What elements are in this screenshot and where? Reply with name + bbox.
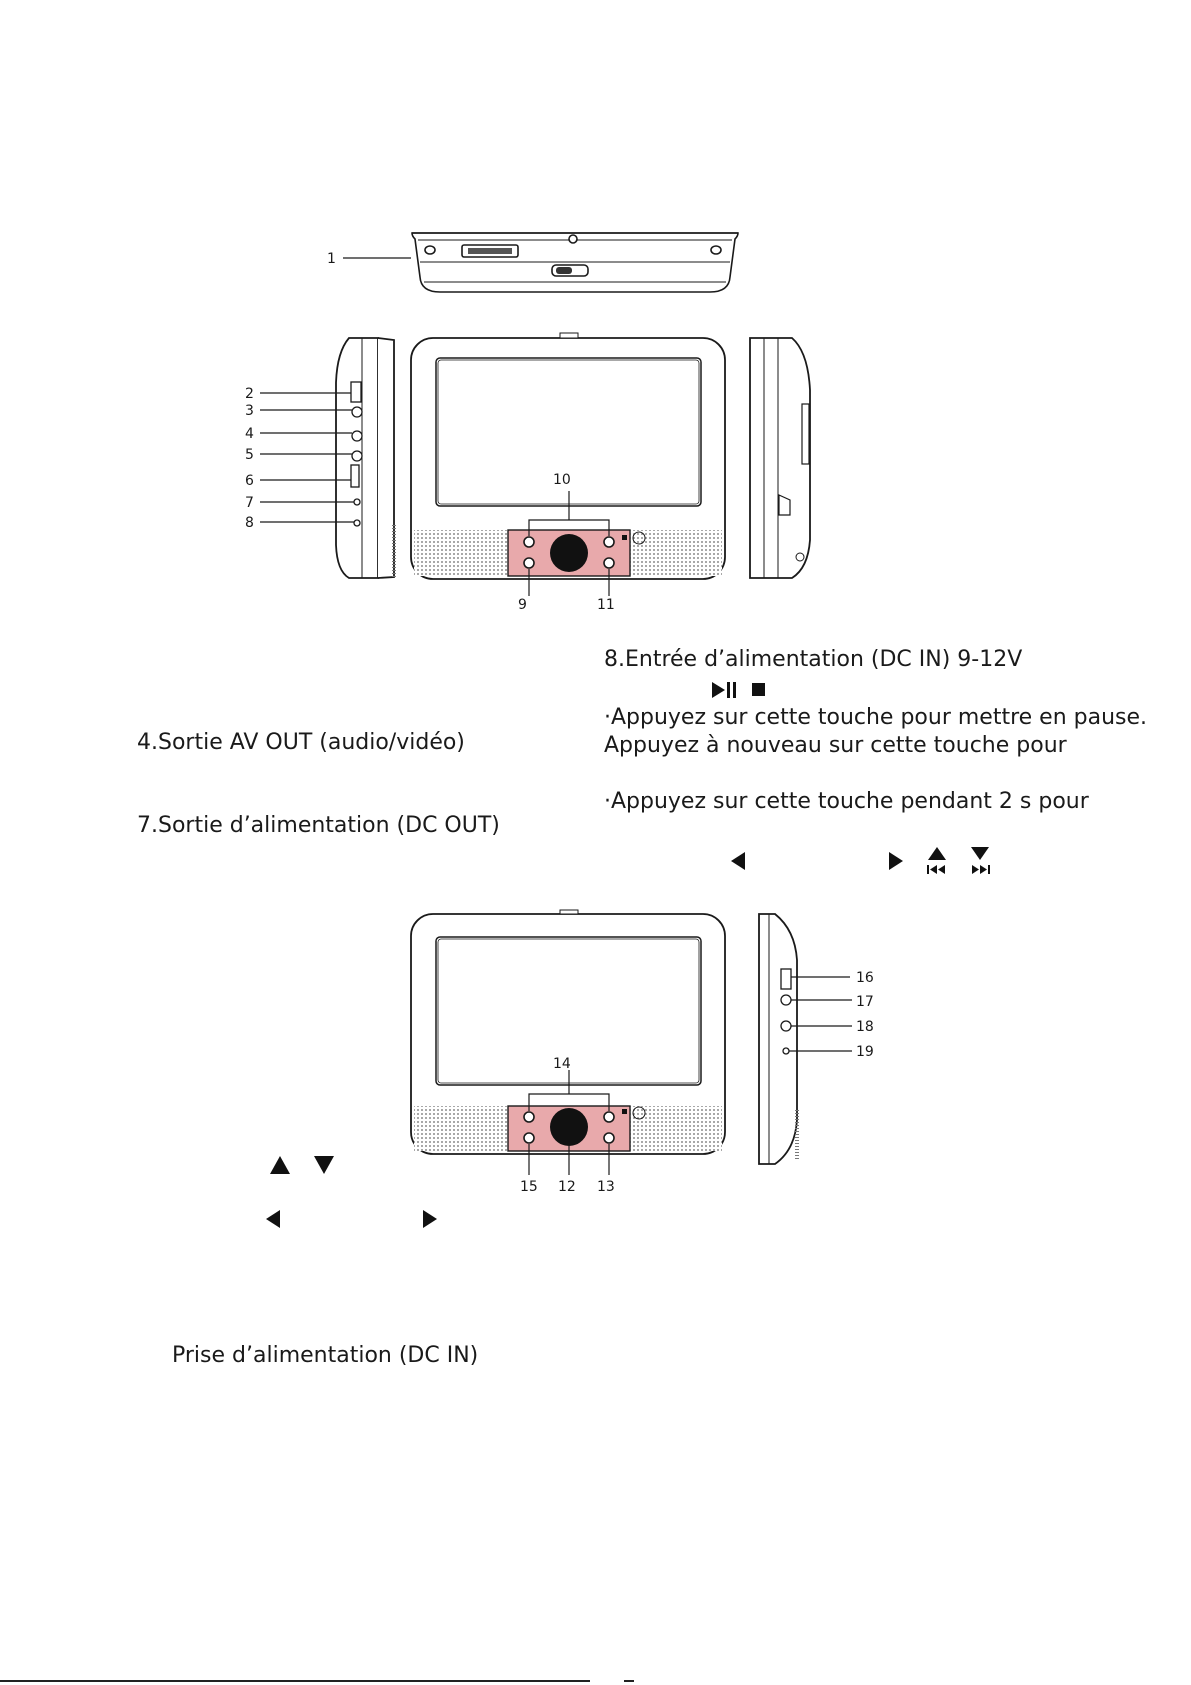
stop-instruction: ·Appuyez sur cette touche pendant 2 s po…: [604, 789, 1089, 814]
up-arrow-icon: [270, 1156, 290, 1174]
callout-15: 15: [520, 1179, 538, 1195]
item-8-label: 8.Entrée d’alimentation (DC IN) 9-12V: [604, 647, 1023, 672]
item-4-label: 4.Sortie AV OUT (audio/vidéo): [137, 730, 465, 755]
left-arrow-icon: [266, 1210, 280, 1228]
callout-19: 19: [856, 1044, 874, 1060]
right-arrow-icon: [423, 1210, 437, 1228]
down-arrow-icon: [314, 1156, 334, 1174]
pause-instruction: ·Appuyez sur cette touche pour mettre en…: [604, 705, 1148, 730]
stop-icon: [752, 683, 765, 696]
callout-17: 17: [856, 994, 874, 1010]
callout-9: 9: [518, 597, 527, 613]
page-footer-mark: [624, 1680, 634, 1682]
front-view-2: [410, 909, 852, 1175]
left-arrow-icon: [731, 852, 745, 870]
callout-2: 2: [245, 386, 254, 402]
front-view-1: [260, 332, 811, 596]
down-next-icon: [971, 847, 990, 874]
callout-6: 6: [245, 473, 254, 489]
play-pause-icon: [712, 682, 736, 698]
callout-10: 10: [553, 472, 571, 488]
callout-4: 4: [245, 426, 254, 442]
callout-16: 16: [856, 970, 874, 986]
callout-13: 13: [597, 1179, 615, 1195]
callout-7: 7: [245, 495, 254, 511]
callout-3: 3: [245, 403, 254, 419]
callout-1: 1: [327, 251, 336, 267]
up-prev-icon: [927, 847, 946, 874]
page-footer-rule: [0, 1680, 590, 1682]
power-jack-label: Prise d’alimentation (DC IN): [172, 1343, 479, 1368]
callout-14: 14: [553, 1056, 571, 1072]
callout-5: 5: [245, 447, 254, 463]
item-7-label: 7.Sortie d’alimentation (DC OUT): [137, 813, 500, 838]
callout-18: 18: [856, 1019, 874, 1035]
right-arrow-icon: [889, 852, 903, 870]
top-view: [343, 232, 739, 293]
resume-instruction: Appuyez à nouveau sur cette touche pour: [604, 733, 1067, 758]
callout-12: 12: [558, 1179, 576, 1195]
callout-11: 11: [597, 597, 615, 613]
callout-8: 8: [245, 515, 254, 531]
